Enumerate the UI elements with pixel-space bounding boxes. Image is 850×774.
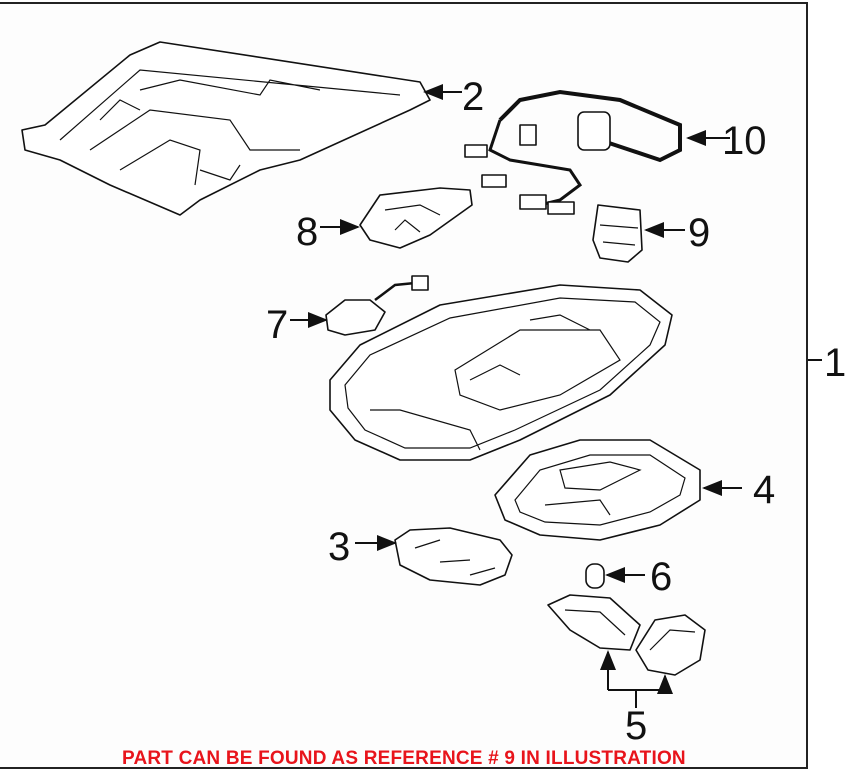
part-10-wiring-harness[interactable] [464,89,682,215]
callout-label-6: 6 [650,555,673,599]
part-6-bulb[interactable] [585,563,605,589]
reference-note: PART CAN BE FOUND AS REFERENCE # 9 IN IL… [122,748,686,769]
part-4-console-bezel[interactable] [494,439,701,541]
callout-arrows [290,84,822,708]
part-3-switch-panel[interactable] [394,527,513,586]
callout-label-3: 3 [328,525,351,569]
callout-label-1: 1 [824,341,847,385]
part-1-overhead-console[interactable] [329,284,673,461]
callout-label-2: 2 [462,75,485,119]
callout-label-10: 10 [722,119,767,163]
callout-label-5: 5 [625,704,648,748]
callout-label-4: 4 [753,468,776,512]
part-2-headliner-bracket[interactable] [21,41,431,216]
callout-label-8: 8 [296,210,319,254]
part-7-connector[interactable] [325,275,429,336]
part-5-map-lamps[interactable] [547,594,706,676]
callout-label-7: 7 [266,303,289,347]
part-8-bracket[interactable] [359,187,473,249]
part-9-switch[interactable] [592,204,643,263]
callout-label-9: 9 [688,211,711,255]
